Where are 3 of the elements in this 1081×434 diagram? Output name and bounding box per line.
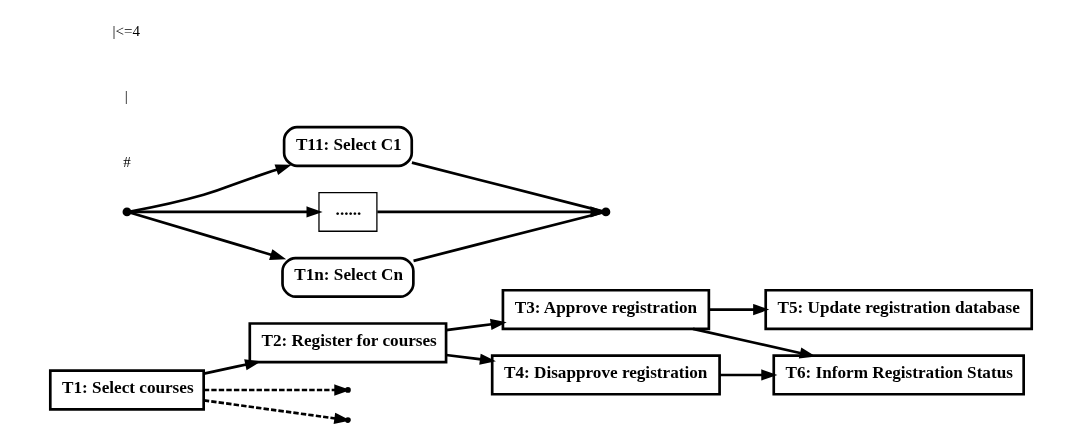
label: # (122, 153, 131, 170)
label: | (124, 88, 128, 105)
label: |<=4 (112, 22, 140, 39)
